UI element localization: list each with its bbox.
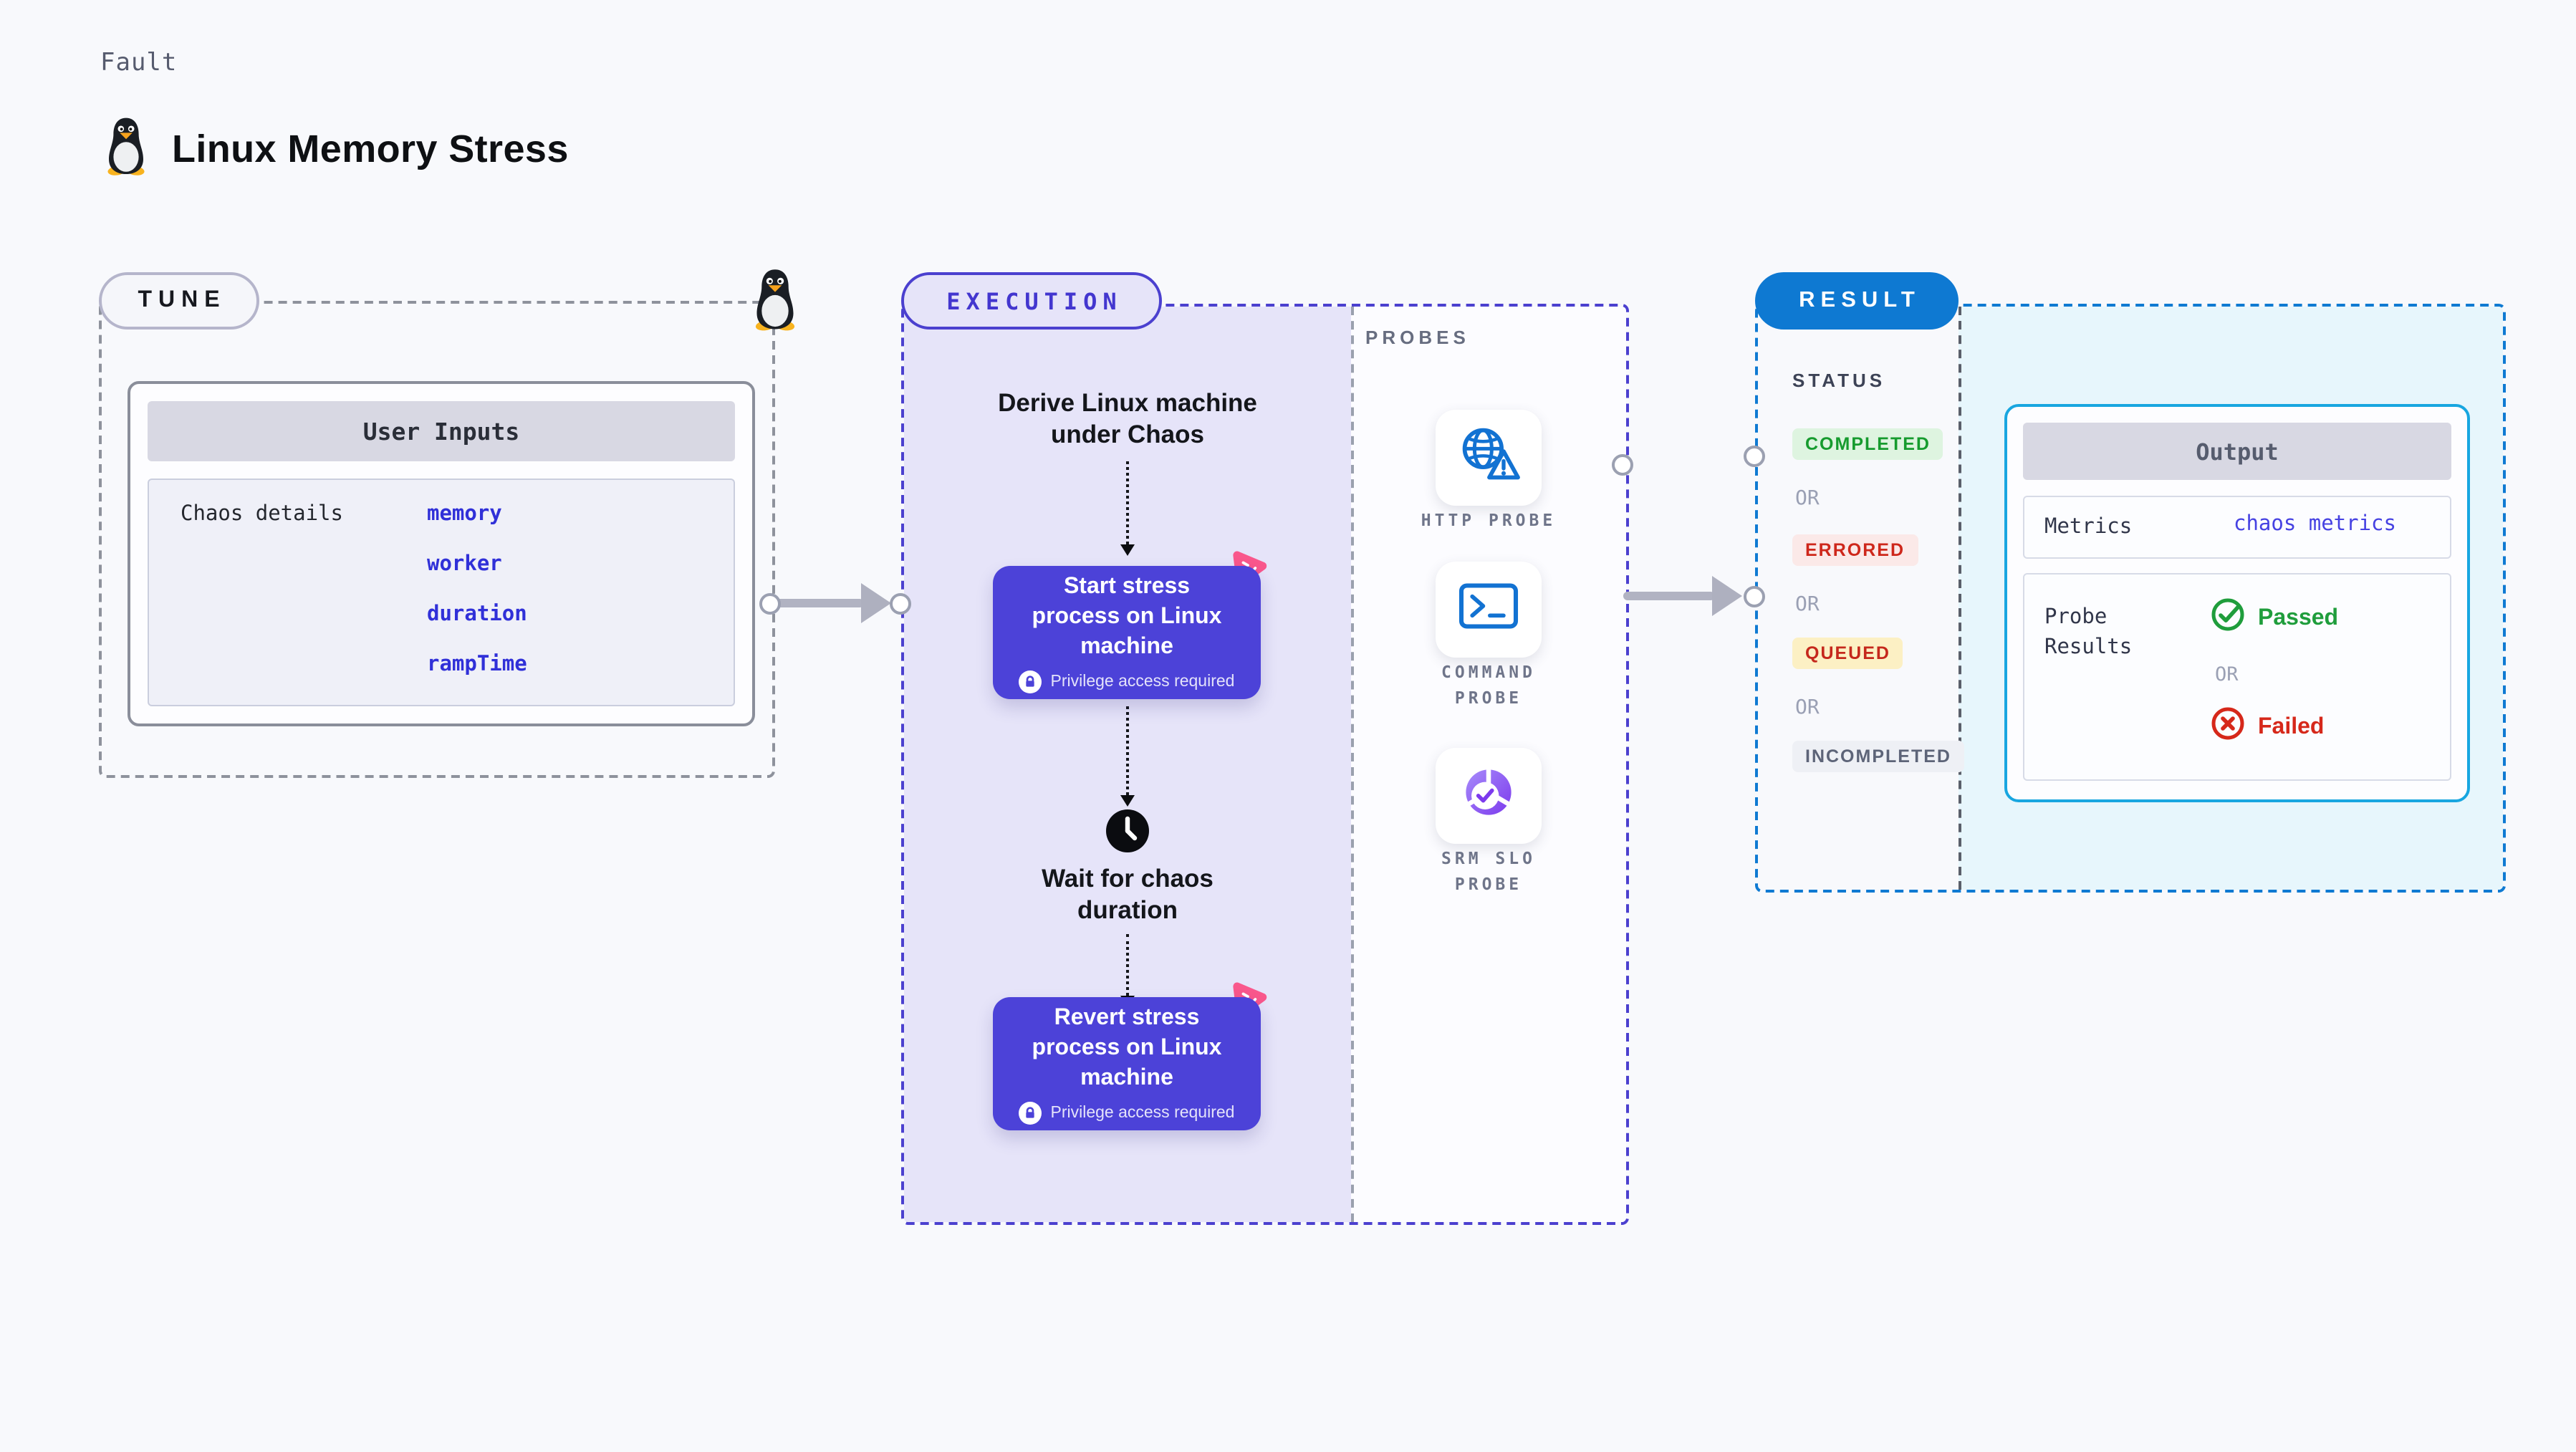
failed-label: Failed	[2258, 714, 2325, 739]
or-separator: OR	[1795, 696, 1820, 719]
slo-donut-icon	[1456, 759, 1522, 832]
status-badge-completed: COMPLETED	[1792, 428, 1943, 460]
http-probe-label: HTTP PROBE	[1421, 510, 1557, 530]
lock-icon	[1019, 670, 1042, 693]
terminal-icon	[1456, 579, 1522, 640]
tune-section	[99, 301, 775, 778]
status-badge-errored: ERRORED	[1792, 534, 1918, 566]
page-title: Linux Memory Stress	[172, 127, 569, 170]
srm-slo-probe-card[interactable]	[1436, 748, 1542, 844]
metrics-value[interactable]: chaos metrics	[2234, 513, 2396, 536]
result-pill[interactable]: RESULT	[1755, 272, 1959, 330]
passed-label: Passed	[2258, 605, 2339, 630]
probe-results-row: Probe Results Passed OR	[2023, 573, 2451, 781]
status-badge-incompleted: INCOMPLETED	[1792, 741, 1964, 772]
chaos-details-label: Chaos details	[181, 503, 343, 526]
input-duration: duration	[427, 603, 527, 626]
input-ramptime: rampTime	[427, 653, 527, 676]
execution-section: Derive Linux machine under Chaos Start s…	[901, 304, 1629, 1225]
flow-arrowhead-2	[1120, 795, 1135, 807]
result-in-connector-top	[1744, 446, 1765, 467]
x-circle-icon	[2211, 706, 2245, 748]
derive-step-text: Derive Linux machine under Chaos	[998, 388, 1257, 448]
output-title: Output	[2023, 423, 2451, 480]
chaos-details-table: Chaos details memory worker duration ram…	[148, 479, 735, 706]
or-separator: OR	[1795, 487, 1820, 510]
flow-connector-1	[1126, 461, 1129, 544]
execution-pill[interactable]: EXECUTION	[901, 272, 1162, 330]
failed-result: Failed	[2211, 706, 2324, 748]
user-inputs-title: User Inputs	[148, 401, 735, 461]
privilege-label: Privilege access required	[1050, 1104, 1235, 1121]
lock-icon	[1019, 1101, 1042, 1124]
flow-connector-3	[1126, 934, 1129, 996]
or-separator: OR	[2215, 663, 2239, 686]
flow-connector-2	[1126, 706, 1129, 795]
passed-result: Passed	[2211, 597, 2338, 639]
probe-results-label: Probe Results	[2044, 606, 2133, 659]
output-panel: Output Metrics chaos metrics Probe Resul…	[2004, 404, 2470, 802]
page-header: Linux Memory Stress	[103, 115, 569, 183]
execution-out-connector-top	[1612, 454, 1633, 476]
revert-stress-step-button[interactable]: Revert stress process on Linux machine P…	[993, 997, 1261, 1130]
start-stress-step-button[interactable]: Start stress process on Linux machine Pr…	[993, 566, 1261, 699]
flow-arrowhead-1	[1120, 544, 1135, 556]
linux-tux-icon	[103, 115, 149, 183]
check-circle-icon	[2211, 597, 2245, 639]
wait-step-text: Wait for chaos duration	[1042, 864, 1213, 924]
result-in-connector	[1744, 586, 1765, 607]
fault-kicker: Fault	[100, 49, 178, 77]
tune-pill[interactable]: TUNE	[99, 272, 259, 330]
metrics-label: Metrics	[2044, 516, 2133, 539]
execution-in-connector	[890, 593, 911, 615]
tux-corner-icon	[751, 266, 799, 338]
status-heading: STATUS	[1792, 370, 1886, 391]
clock-icon	[1105, 808, 1150, 854]
result-section: STATUS COMPLETED OR ERRORED OR QUEUED OR…	[1755, 304, 2506, 893]
tune-out-connector	[759, 593, 781, 615]
input-memory: memory	[427, 503, 502, 526]
privilege-label: Privilege access required	[1050, 673, 1235, 690]
metrics-row: Metrics chaos metrics	[2023, 496, 2451, 559]
command-probe-card[interactable]	[1436, 562, 1542, 658]
command-probe-label: COMMAND PROBE	[1441, 662, 1536, 708]
srm-slo-probe-label: SRM SLO PROBE	[1441, 848, 1536, 894]
probes-heading: PROBES	[1365, 327, 1470, 348]
http-probe-card[interactable]	[1436, 410, 1542, 506]
globe-alert-icon	[1454, 424, 1523, 491]
user-inputs-card: User Inputs Chaos details memory worker …	[128, 381, 755, 726]
or-separator: OR	[1795, 593, 1820, 616]
input-worker: worker	[427, 553, 502, 576]
status-badge-queued: QUEUED	[1792, 638, 1903, 669]
